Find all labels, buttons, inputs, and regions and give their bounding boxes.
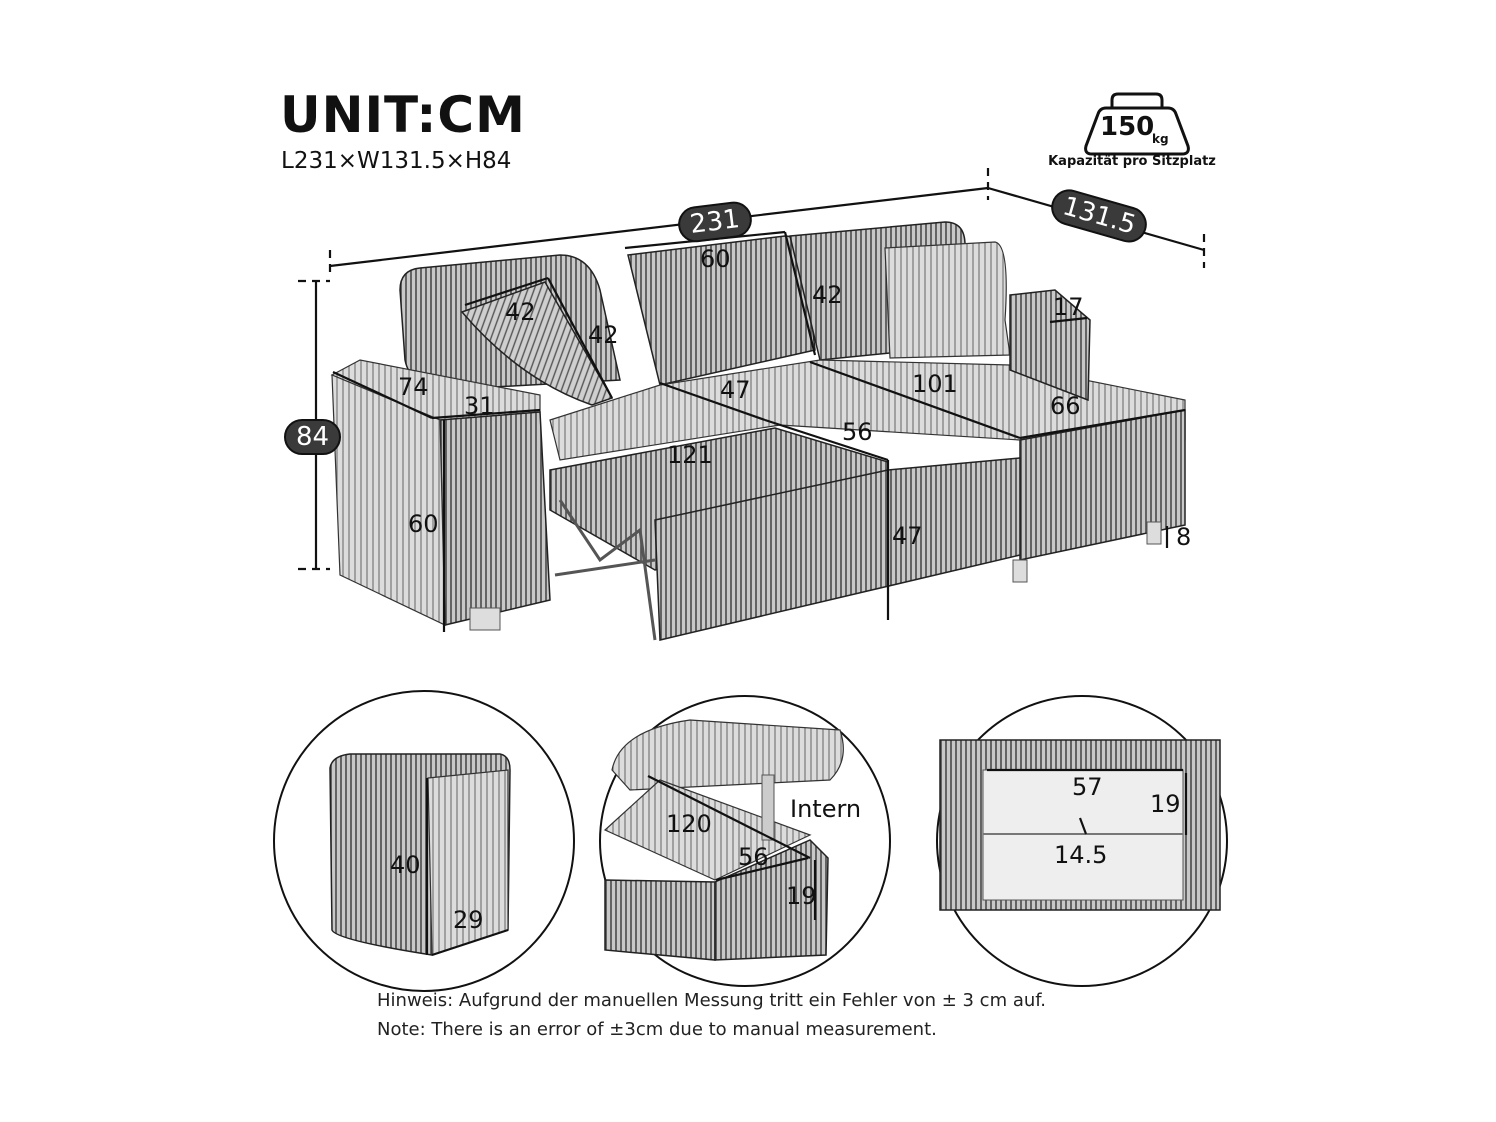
bed-depth-label: 56: [842, 418, 873, 446]
capacity-badge: 150 kg: [1040, 80, 1240, 180]
back-cushion-height-label: 42: [812, 281, 843, 309]
chaise-width-label: 66: [1050, 392, 1081, 420]
storage-width-label: 56: [738, 843, 769, 871]
storage-caption: Intern: [790, 795, 862, 823]
left-pillow-width-label: 42: [505, 298, 536, 326]
seat-depth-label: 47: [720, 376, 751, 404]
armrest-length-label: 74: [398, 373, 429, 401]
bed-length-label: 121: [667, 441, 713, 469]
note-german: Hinweis: Aufgrund der manuellen Messung …: [377, 990, 1047, 1011]
storage-height-label: 19: [786, 882, 817, 910]
right-armrest-width-label: 17: [1053, 293, 1084, 321]
unit-title: UNIT:CM: [280, 86, 526, 144]
note-english: Note: There is an error of ±3cm due to m…: [377, 1019, 937, 1040]
armrest-width-label: 31: [464, 392, 495, 420]
capacity-caption: Kapazität pro Sitzplatz: [1048, 154, 1216, 169]
capacity-unit: kg: [1152, 132, 1169, 146]
drawer-inner-height-label: 14.5: [1054, 841, 1108, 869]
storage-length-label: 120: [666, 810, 712, 838]
back-cushion-width-label: 60: [700, 245, 731, 273]
weight-icon: [1084, 92, 1190, 156]
ottoman-height-label: 40: [390, 851, 421, 879]
drawer-height-label: 19: [1150, 790, 1181, 818]
ottoman-width-label: 29: [453, 906, 484, 934]
total-height-label: 84: [284, 419, 342, 455]
drawer-width-label: 57: [1072, 773, 1103, 801]
overall-dimensions: L231×W131.5×H84: [281, 148, 512, 174]
capacity-value: 150: [1100, 112, 1155, 142]
left-pillow-height-label: 42: [588, 321, 619, 349]
leg-height-label: 8: [1176, 523, 1192, 551]
chaise-length-label: 101: [912, 370, 958, 398]
armrest-height-label: 60: [408, 510, 439, 538]
seat-height-label: 47: [892, 522, 923, 550]
